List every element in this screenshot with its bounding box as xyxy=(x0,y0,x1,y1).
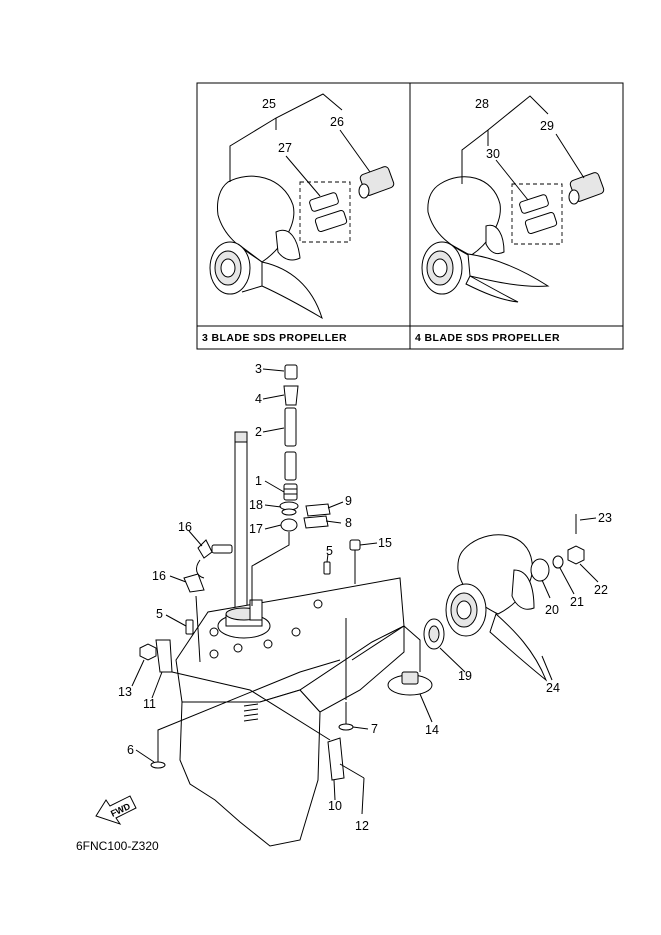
callout-15: 15 xyxy=(378,536,392,550)
callout-14: 14 xyxy=(425,723,439,737)
four-blade-leaders xyxy=(461,95,585,201)
callout-9: 9 xyxy=(345,494,352,508)
callout-8: 8 xyxy=(345,516,352,530)
callout-25: 25 xyxy=(262,97,276,111)
callout-19: 19 xyxy=(458,669,472,683)
callout-28: 28 xyxy=(475,97,489,111)
propeller-inset-frame xyxy=(196,82,624,350)
four-blade-hardware-kit xyxy=(511,172,605,245)
left-side-hardware xyxy=(139,539,233,673)
callout-24: 24 xyxy=(546,681,560,695)
three-blade-leaders xyxy=(229,93,371,197)
three-blade-label: 3 BLADE SDS PROPELLER xyxy=(202,332,347,344)
callout-11: 11 xyxy=(143,697,156,711)
callout-23: 23 xyxy=(598,511,612,525)
water-pump-stack xyxy=(251,364,331,606)
callout-6: 6 xyxy=(127,743,134,757)
fwd-arrow: FWD xyxy=(95,795,137,825)
four-blade-label: 4 BLADE SDS PROPELLER xyxy=(415,332,560,344)
callout-30: 30 xyxy=(486,147,500,161)
water-inlet-vents xyxy=(243,703,259,722)
callout-16a: 16 xyxy=(178,520,192,534)
callout-26: 26 xyxy=(330,115,344,129)
callout-leaders xyxy=(131,368,599,815)
callout-3: 3 xyxy=(255,362,262,376)
lower-casing xyxy=(175,431,405,847)
callout-12: 12 xyxy=(355,819,369,833)
callout-18: 18 xyxy=(249,498,263,512)
callout-5b: 5 xyxy=(326,544,333,558)
callout-27: 27 xyxy=(278,141,292,155)
rear-hardware xyxy=(150,539,365,781)
callout-21: 21 xyxy=(570,595,584,609)
callout-2: 2 xyxy=(255,425,262,439)
three-blade-hardware-kit xyxy=(299,166,395,243)
callout-20: 20 xyxy=(545,603,559,617)
callout-numbers: 1 2 3 4 5 5 6 7 8 9 10 11 12 13 14 15 16… xyxy=(118,97,612,833)
callout-7: 7 xyxy=(371,722,378,736)
callout-29: 29 xyxy=(540,119,554,133)
callout-13: 13 xyxy=(118,685,132,699)
four-blade-propeller xyxy=(421,176,550,303)
callout-22: 22 xyxy=(594,583,608,597)
propeller-assembly xyxy=(351,514,585,696)
callout-16b: 16 xyxy=(152,569,166,583)
callout-10: 10 xyxy=(328,799,342,813)
three-blade-propeller xyxy=(209,175,323,320)
callout-1: 1 xyxy=(255,474,262,488)
callout-4: 4 xyxy=(255,392,262,406)
callout-17: 17 xyxy=(249,522,263,536)
callout-5a: 5 xyxy=(156,607,163,621)
diagram-reference-code: 6FNC100-Z320 xyxy=(76,839,159,853)
